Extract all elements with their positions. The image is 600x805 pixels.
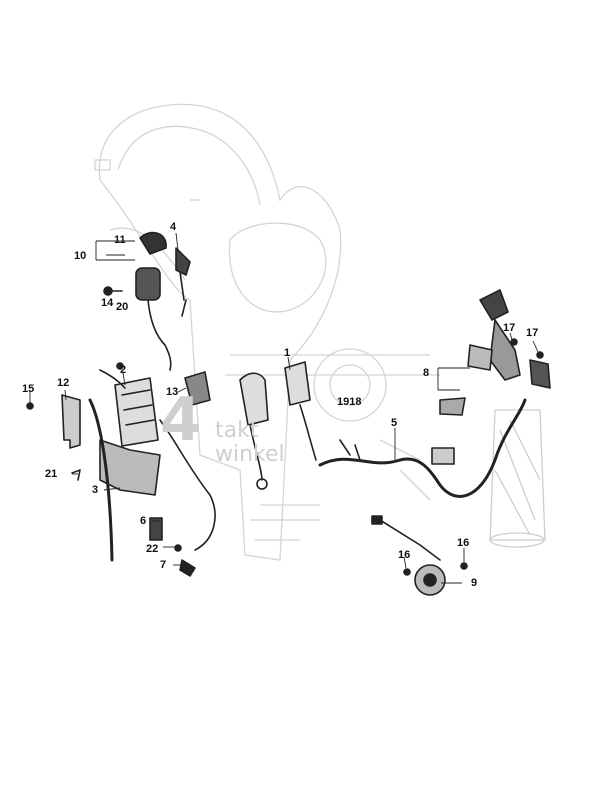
leader-lines <box>29 232 539 584</box>
watermark-big: 4 <box>160 385 202 455</box>
callout-10: 10 <box>74 250 87 262</box>
callout-15: 15 <box>22 383 35 395</box>
callout-7: 7 <box>160 559 167 571</box>
callout-9: 9 <box>471 577 478 589</box>
callout-14: 14 <box>101 297 114 309</box>
callout-6: 6 <box>140 515 147 527</box>
callout-12: 12 <box>57 377 70 389</box>
callout-3: 3 <box>92 484 99 496</box>
callout-16-right: 16 <box>457 537 470 549</box>
callout-16-left: 16 <box>398 549 411 561</box>
callout-17-left: 17 <box>503 322 516 334</box>
part-drawings <box>26 231 551 596</box>
handlebar-grip <box>489 409 546 548</box>
callout-5: 5 <box>391 417 398 429</box>
callout-4: 4 <box>170 221 177 233</box>
callout-2: 2 <box>120 364 127 376</box>
watermark-line2: winkel <box>215 442 285 467</box>
callout-20: 20 <box>116 301 129 313</box>
callout-1918: 1918 <box>337 396 362 408</box>
callout-13: 13 <box>166 386 179 398</box>
callout-1: 1 <box>284 347 291 359</box>
callout-8: 8 <box>423 367 430 379</box>
callout-17-right: 17 <box>526 327 539 339</box>
callout-22: 22 <box>146 543 159 555</box>
callout-21: 21 <box>45 468 58 480</box>
callout-11: 11 <box>114 234 126 246</box>
watermark-line1: takt <box>215 418 259 443</box>
